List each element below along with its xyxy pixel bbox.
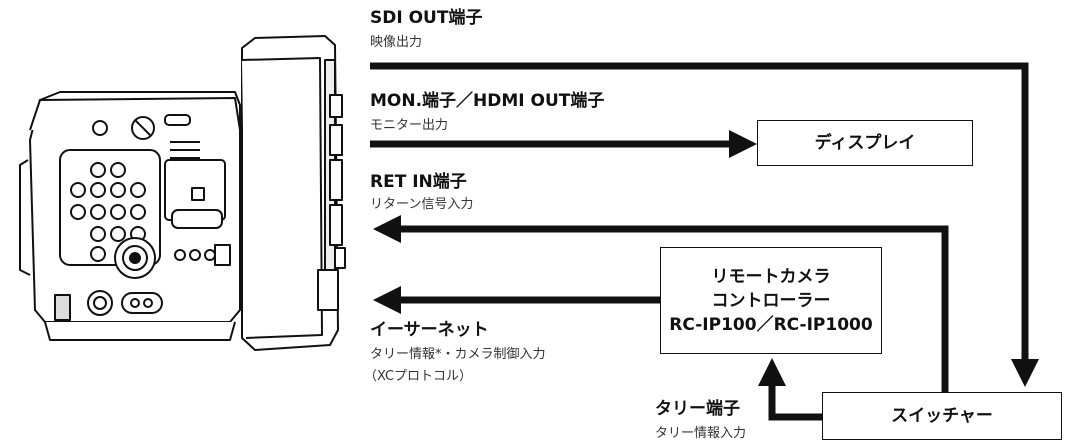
ethernet-subtitle-1: タリー情報*・カメラ制御入力 (370, 347, 546, 362)
rc-label-line2: コントローラー (711, 290, 831, 311)
switcher-box: スイッチャー (822, 392, 1062, 440)
ethernet-title: イーサーネット (370, 320, 489, 340)
ret-line (373, 215, 949, 392)
sdi-out-subtitle: 映像出力 (370, 35, 423, 50)
rc-label-line1: リモートカメラ (711, 266, 831, 287)
sdi-line (370, 62, 1039, 387)
tally-terminal-subtitle: タリー情報入力 (655, 426, 747, 441)
rc-label-line3: RC-IP100／RC-IP1000 (669, 314, 873, 335)
tally-terminal-title: タリー端子 (655, 399, 740, 419)
ethernet-subtitle-2: （XCプロトコル） (364, 369, 473, 384)
remote-camera-controller-box: リモートカメラ コントローラー RC-IP100／RC-IP1000 (660, 247, 882, 354)
tally-line (758, 358, 822, 421)
camera-illustration (19, 35, 346, 351)
mon-hdmi-title: MON.端子／HDMI OUT端子 (370, 91, 605, 111)
switcher-label: スイッチャー (891, 406, 993, 426)
ret-in-subtitle: リターン信号入力 (370, 197, 474, 212)
ret-in-title: RET IN端子 (370, 172, 467, 192)
display-box: ディスプレイ (757, 120, 973, 166)
mon-hdmi-subtitle: モニター出力 (370, 118, 449, 133)
display-label: ディスプレイ (814, 133, 916, 153)
sdi-out-title: SDI OUT端子 (370, 8, 483, 28)
